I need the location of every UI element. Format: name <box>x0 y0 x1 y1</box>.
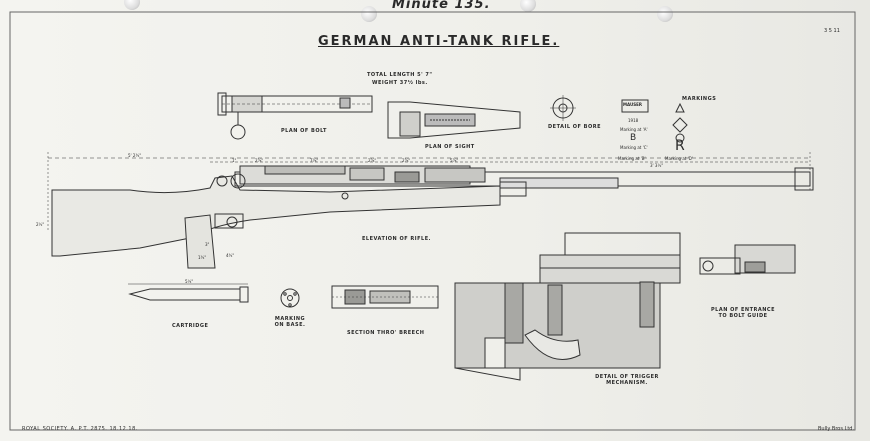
binder-hole <box>124 0 140 10</box>
dim-d6: 5⅞" <box>450 158 459 163</box>
dim-d3: 7⅛" <box>310 158 319 163</box>
dim-d4: 2⅞" <box>368 158 377 163</box>
dim-overall: 5' 2¾" <box>128 153 142 158</box>
dim-grip: 3" <box>205 242 210 247</box>
trigger-detail <box>454 232 681 381</box>
markings-panel <box>621 99 688 143</box>
binder-hole <box>361 6 377 22</box>
marking-c: Marking at 'C' <box>620 145 648 150</box>
label-markings: MARKINGS <box>682 96 717 102</box>
bore-detail <box>550 95 576 121</box>
label-detail-of-bore: DETAIL OF BORE <box>548 124 601 130</box>
label-plan-of-sight: PLAN OF SIGHT <box>425 144 475 150</box>
marking-maker: MAUSER <box>623 102 642 107</box>
minute-number: Minute 135. <box>392 0 491 12</box>
binder-hole <box>520 0 536 12</box>
sheet-number: 3 5 11 <box>824 28 840 34</box>
page-title: GERMAN ANTI-TANK RIFLE. <box>318 34 560 49</box>
bolt-plan <box>217 92 373 140</box>
marking-year: 1918 <box>628 118 639 123</box>
dim-butt: 4¾" <box>226 253 235 258</box>
binder-hole <box>657 6 673 22</box>
label-cartridge: CARTRIDGE <box>172 323 209 329</box>
cartridge <box>128 283 249 303</box>
footer-reference: ROYAL SOCIETY. A. P.T. 2875. 18.12.18. <box>22 426 138 432</box>
marking-d: Marking at 'D' <box>665 156 693 161</box>
dim-cartridge: 5¼" <box>185 279 194 284</box>
marking-letter-r: R <box>675 138 685 154</box>
label-marking-on-base: MARKING ON BASE. <box>274 316 306 328</box>
label-plan-of-entrance: PLAN OF ENTRANCE TO BOLT GUIDE <box>710 307 776 319</box>
spec-length: TOTAL LENGTH 5' 7" <box>367 72 433 78</box>
breech-section <box>331 285 439 309</box>
dim-d5: 2⅞" <box>402 158 411 163</box>
footer-printer: Bully Bros Ltd. <box>818 426 855 432</box>
dim-d1: 1" <box>232 158 237 163</box>
label-elevation-of-rifle: ELEVATION OF RIFLE. <box>362 236 432 242</box>
dim-d2: 2⅞" <box>255 158 264 163</box>
rifle-elevation <box>51 165 814 269</box>
base-marking <box>280 288 300 308</box>
marking-a: Marking at 'A' <box>620 127 648 132</box>
label-section-thro-breech: SECTION THRO' BREECH <box>347 330 425 336</box>
bolt-guide-plan <box>699 244 796 275</box>
label-plan-of-bolt: PLAN OF BOLT <box>281 128 327 134</box>
spec-weight: WEIGHT 37½ lbs. <box>372 80 428 86</box>
marking-letter-b: B <box>630 133 637 143</box>
marking-b: Marking at 'B' <box>618 156 646 161</box>
label-detail-of-trigger: DETAIL OF TRIGGER MECHANISM. <box>595 374 659 386</box>
dim-barrel: 3' 3½" <box>650 163 664 168</box>
sight-plan <box>387 101 521 139</box>
dim-stock-drop: 2½" <box>36 222 45 227</box>
dim-trigger: 1¾" <box>198 255 207 260</box>
